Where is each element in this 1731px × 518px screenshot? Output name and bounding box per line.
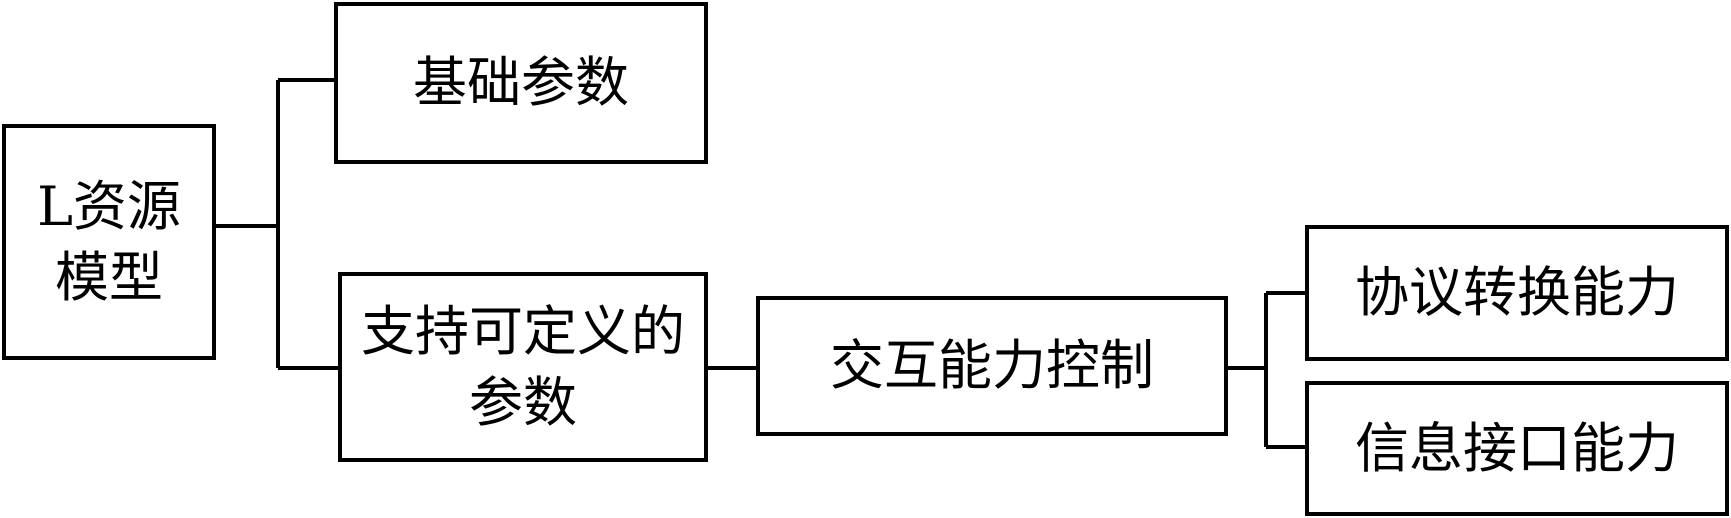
node-l-resource-model-label: L资源模型 xyxy=(37,174,181,309)
node-l-resource-model: L资源模型 xyxy=(2,124,216,360)
node-interaction-control-label: 交互能力控制 xyxy=(830,334,1154,398)
node-interaction-control: 交互能力控制 xyxy=(756,296,1228,436)
node-basic-params-label: 基础参数 xyxy=(413,51,629,115)
node-basic-params: 基础参数 xyxy=(334,2,708,164)
node-info-interface-label: 信息接口能力 xyxy=(1355,416,1679,480)
node-info-interface: 信息接口能力 xyxy=(1305,381,1729,516)
node-custom-params-label: 支持可定义的参数 xyxy=(361,299,685,434)
node-protocol-conversion: 协议转换能力 xyxy=(1305,225,1729,361)
node-protocol-conversion-label: 协议转换能力 xyxy=(1355,261,1679,325)
node-custom-params: 支持可定义的参数 xyxy=(338,272,708,462)
